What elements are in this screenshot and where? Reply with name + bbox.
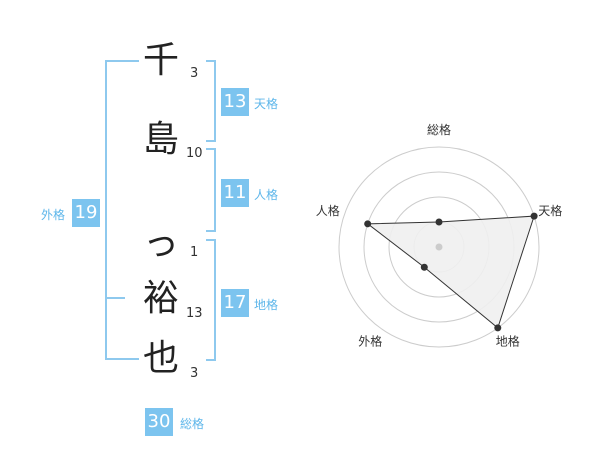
stroke-count-2: 10: [186, 146, 203, 161]
outer-bracket: [105, 60, 139, 360]
radar-point-3: [494, 324, 502, 332]
name-char-2: 島: [143, 119, 180, 160]
radar-point-5: [364, 220, 372, 228]
tenkaku-label: 天格: [254, 97, 279, 111]
radar-ring-4: [338, 146, 540, 348]
chikaku-value: 17: [221, 289, 249, 317]
radar-axis-label-4: 外格: [358, 334, 382, 349]
stroke-count-3: 1: [190, 245, 199, 260]
radar-point-1: [435, 218, 443, 226]
name-char-5: 也: [143, 338, 180, 379]
chikaku-label: 地格: [254, 298, 279, 312]
stroke-count-5: 3: [190, 366, 199, 381]
radar-point-4: [420, 263, 428, 271]
radar-axis-label-1: 総格: [427, 122, 451, 137]
tenkaku-value: 13: [221, 88, 249, 116]
stroke-count-1: 3: [190, 66, 199, 81]
outer-bracket-middle-tick: [105, 297, 125, 299]
name-char-3: っ: [143, 223, 180, 264]
name-char-4: 裕: [143, 278, 180, 319]
radar-axis-label-3: 地格: [496, 334, 520, 349]
name-char-1: 千: [143, 40, 180, 81]
gaikaku-value: 19: [72, 199, 100, 227]
jinkaku-label: 人格: [254, 188, 279, 202]
jinkaku-bracket: [206, 148, 216, 232]
chikaku-bracket: [206, 239, 216, 361]
stroke-count-4: 13: [186, 306, 203, 321]
radar-point-2: [530, 212, 538, 220]
radar-axis-label-5: 人格: [316, 203, 340, 218]
radar-center: [435, 243, 443, 251]
tenkaku-bracket: [206, 60, 216, 142]
soukaku-label: 総格: [180, 417, 205, 431]
radar-axis-label-2: 天格: [538, 203, 562, 218]
soukaku-value: 30: [145, 408, 173, 436]
radar-polygon: [366, 215, 535, 329]
jinkaku-value: 11: [221, 179, 249, 207]
gaikaku-label: 外格: [41, 208, 66, 222]
